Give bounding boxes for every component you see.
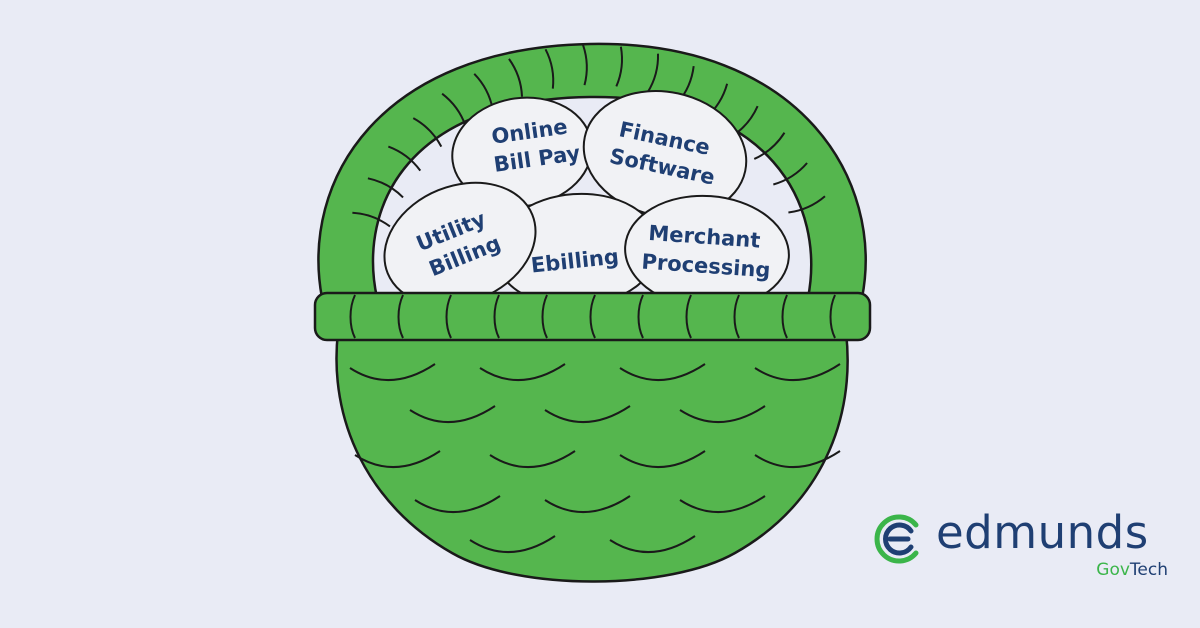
basket-rim xyxy=(313,291,872,342)
logo-wordmark: edmunds xyxy=(936,506,1149,559)
basket-body xyxy=(335,330,849,583)
edmunds-govtech-logo: edmunds GovTech xyxy=(870,505,1180,585)
logo-subtitle: GovTech xyxy=(1096,560,1168,580)
egg-utility-billing: Utility Billing xyxy=(383,181,537,307)
logo-sub-tech: Tech xyxy=(1129,560,1168,580)
egg-merchant-processing: Merchant Processing xyxy=(624,194,790,310)
logo-sub-gov: Gov xyxy=(1096,560,1130,580)
edmunds-e-icon xyxy=(874,514,919,564)
egg-online-bill-pay: Online Bill Pay xyxy=(451,96,593,208)
weave-pattern xyxy=(349,363,841,553)
